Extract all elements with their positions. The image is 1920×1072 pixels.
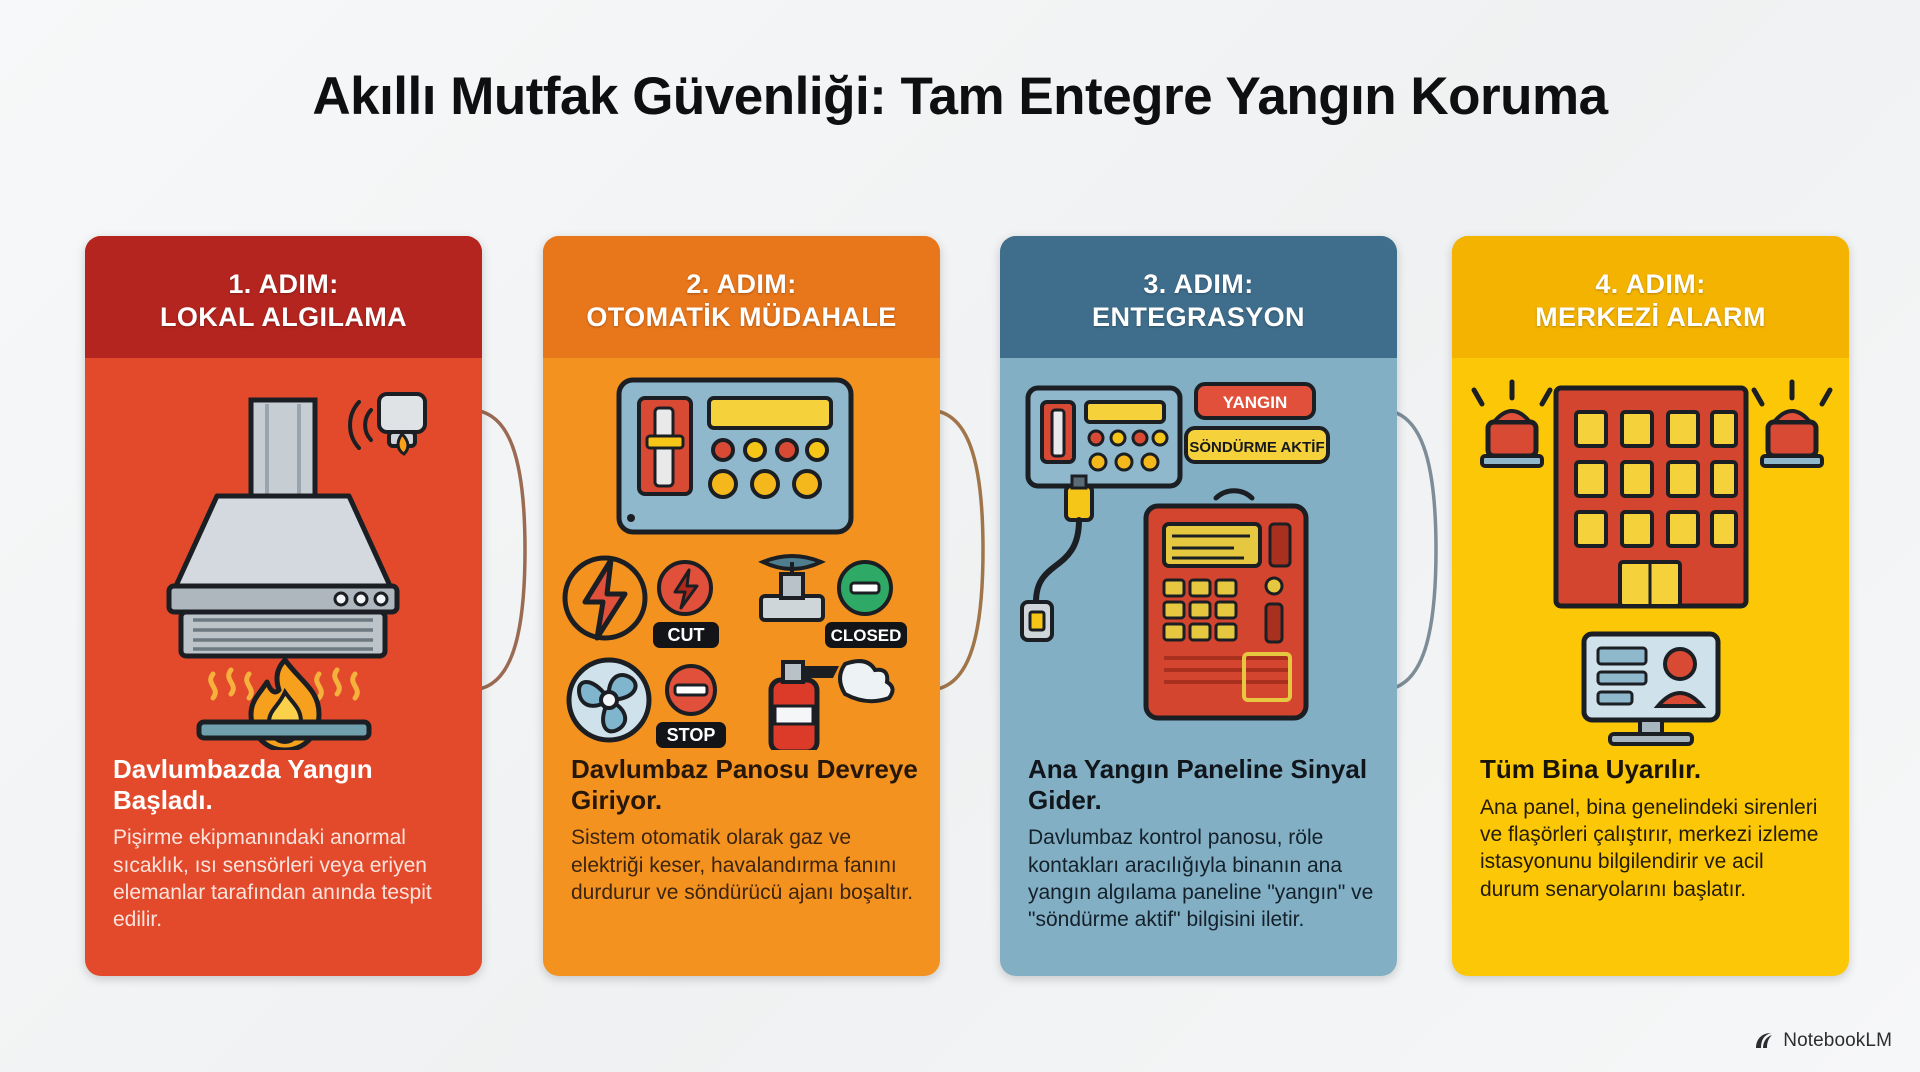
notebooklm-watermark: NotebookLM	[1753, 1030, 1892, 1052]
card-1-header: 1. ADIM: LOKAL ALGILAMA	[85, 236, 482, 358]
smoke-detector-icon	[348, 392, 427, 456]
card-1-step-name: LOKAL ALGILAMA	[159, 302, 408, 332]
svg-text:YANGIN: YANGIN	[1223, 393, 1288, 412]
svg-text:STOP: STOP	[667, 725, 716, 745]
svg-text:CUT: CUT	[668, 625, 705, 645]
electric-cut-icon: CUT	[653, 560, 719, 648]
fire-extinguisher-icon	[768, 659, 895, 750]
card-4-step-number: 4. ADIM:	[1595, 269, 1706, 299]
cable-connector-icon	[1020, 474, 1094, 642]
control-panel-icon	[616, 377, 854, 535]
card-4-paragraph: Ana panel, bina genelindeki sirenleri ve…	[1480, 795, 1819, 901]
heat-waves-icon	[208, 667, 360, 701]
card-4-text: Tüm Bina Uyarılır. Ana panel, bina genel…	[1480, 754, 1827, 903]
card-1-text: Davlumbazda Yangın Başladı. Pişirme ekip…	[113, 754, 460, 934]
card-2-header: 2. ADIM: OTOMATİK MÜDAHALE	[543, 236, 940, 358]
card-2-step-name: OTOMATİK MÜDAHALE	[586, 302, 897, 332]
card-2-body: CUT CLOSED	[543, 358, 940, 976]
svg-text:CLOSED: CLOSED	[831, 626, 902, 645]
svg-text:SÖNDÜRME AKTİF: SÖNDÜRME AKTİF	[1189, 439, 1324, 456]
card-3-body: YANGIN SÖNDÜRME AKTİF	[1000, 358, 1397, 976]
fan-icon	[566, 657, 652, 743]
card-3-heading: Ana Yangın Paneline Sinyal Gider.	[1028, 754, 1368, 815]
card-1-heading: Davlumbazda Yangın Başladı.	[113, 754, 373, 815]
monitoring-station-icon	[1581, 631, 1721, 746]
gas-valve-icon	[758, 554, 826, 622]
lightning-bolt-icon	[562, 555, 648, 641]
card-1-illustration	[85, 358, 482, 750]
control-panel-icon	[1025, 385, 1183, 489]
stop-icon: STOP	[656, 664, 726, 748]
notebooklm-logo-icon	[1753, 1031, 1775, 1051]
card-3-paragraph: Davlumbaz kontrol panosu, röle kontaklar…	[1028, 826, 1374, 932]
card-1-paragraph: Pişirme ekipmanındaki anormal sıcaklık, …	[113, 826, 432, 932]
siren-icon	[1471, 379, 1553, 468]
step-card-4[interactable]: 4. ADIM: MERKEZİ ALARM	[1452, 236, 1849, 976]
step-card-3[interactable]: 3. ADIM: ENTEGRASYON	[1000, 236, 1397, 976]
valve-closed-icon: CLOSED	[825, 560, 907, 648]
card-3-step-name: ENTEGRASYON	[1092, 302, 1305, 332]
card-4-header: 4. ADIM: MERKEZİ ALARM	[1452, 236, 1849, 358]
card-2-paragraph: Sistem otomatik olarak gaz ve elektriği …	[571, 826, 914, 904]
status-badge-sondurme-aktif: SÖNDÜRME AKTİF	[1184, 426, 1330, 464]
card-4-heading: Tüm Bina Uyarılır.	[1480, 754, 1702, 784]
siren-icon	[1751, 379, 1833, 468]
page-title: Akıllı Mutfak Güvenliği: Tam Entegre Yan…	[312, 67, 1608, 126]
card-1-body: Davlumbazda Yangın Başladı. Pişirme ekip…	[85, 358, 482, 976]
card-2-text: Davlumbaz Panosu Devreye Giriyor. Sistem…	[571, 754, 918, 906]
card-2-illustration: CUT CLOSED	[543, 358, 940, 750]
card-2-step-number: 2. ADIM:	[686, 269, 797, 299]
card-1-step-number: 1. ADIM:	[228, 269, 339, 299]
building-icon	[1553, 385, 1749, 609]
card-3-step-number: 3. ADIM:	[1143, 269, 1254, 299]
card-3-header: 3. ADIM: ENTEGRASYON	[1000, 236, 1397, 358]
card-2-heading: Davlumbaz Panosu Devreye Giriyor.	[571, 754, 918, 815]
step-card-2[interactable]: 2. ADIM: OTOMATİK MÜDAHALE	[543, 236, 940, 976]
notebooklm-label: NotebookLM	[1783, 1030, 1892, 1051]
step-card-1[interactable]: 1. ADIM: LOKAL ALGILAMA	[85, 236, 482, 976]
status-badge-yangin: YANGIN	[1194, 382, 1316, 420]
fire-alarm-panel-icon	[1143, 503, 1309, 721]
card-3-illustration: YANGIN SÖNDÜRME AKTİF	[1000, 358, 1397, 750]
card-4-illustration	[1452, 358, 1849, 750]
card-3-text: Ana Yangın Paneline Sinyal Gider. Davlum…	[1028, 754, 1375, 934]
card-4-step-name: MERKEZİ ALARM	[1535, 302, 1766, 332]
card-4-body: Tüm Bina Uyarılır. Ana panel, bina genel…	[1452, 358, 1849, 976]
